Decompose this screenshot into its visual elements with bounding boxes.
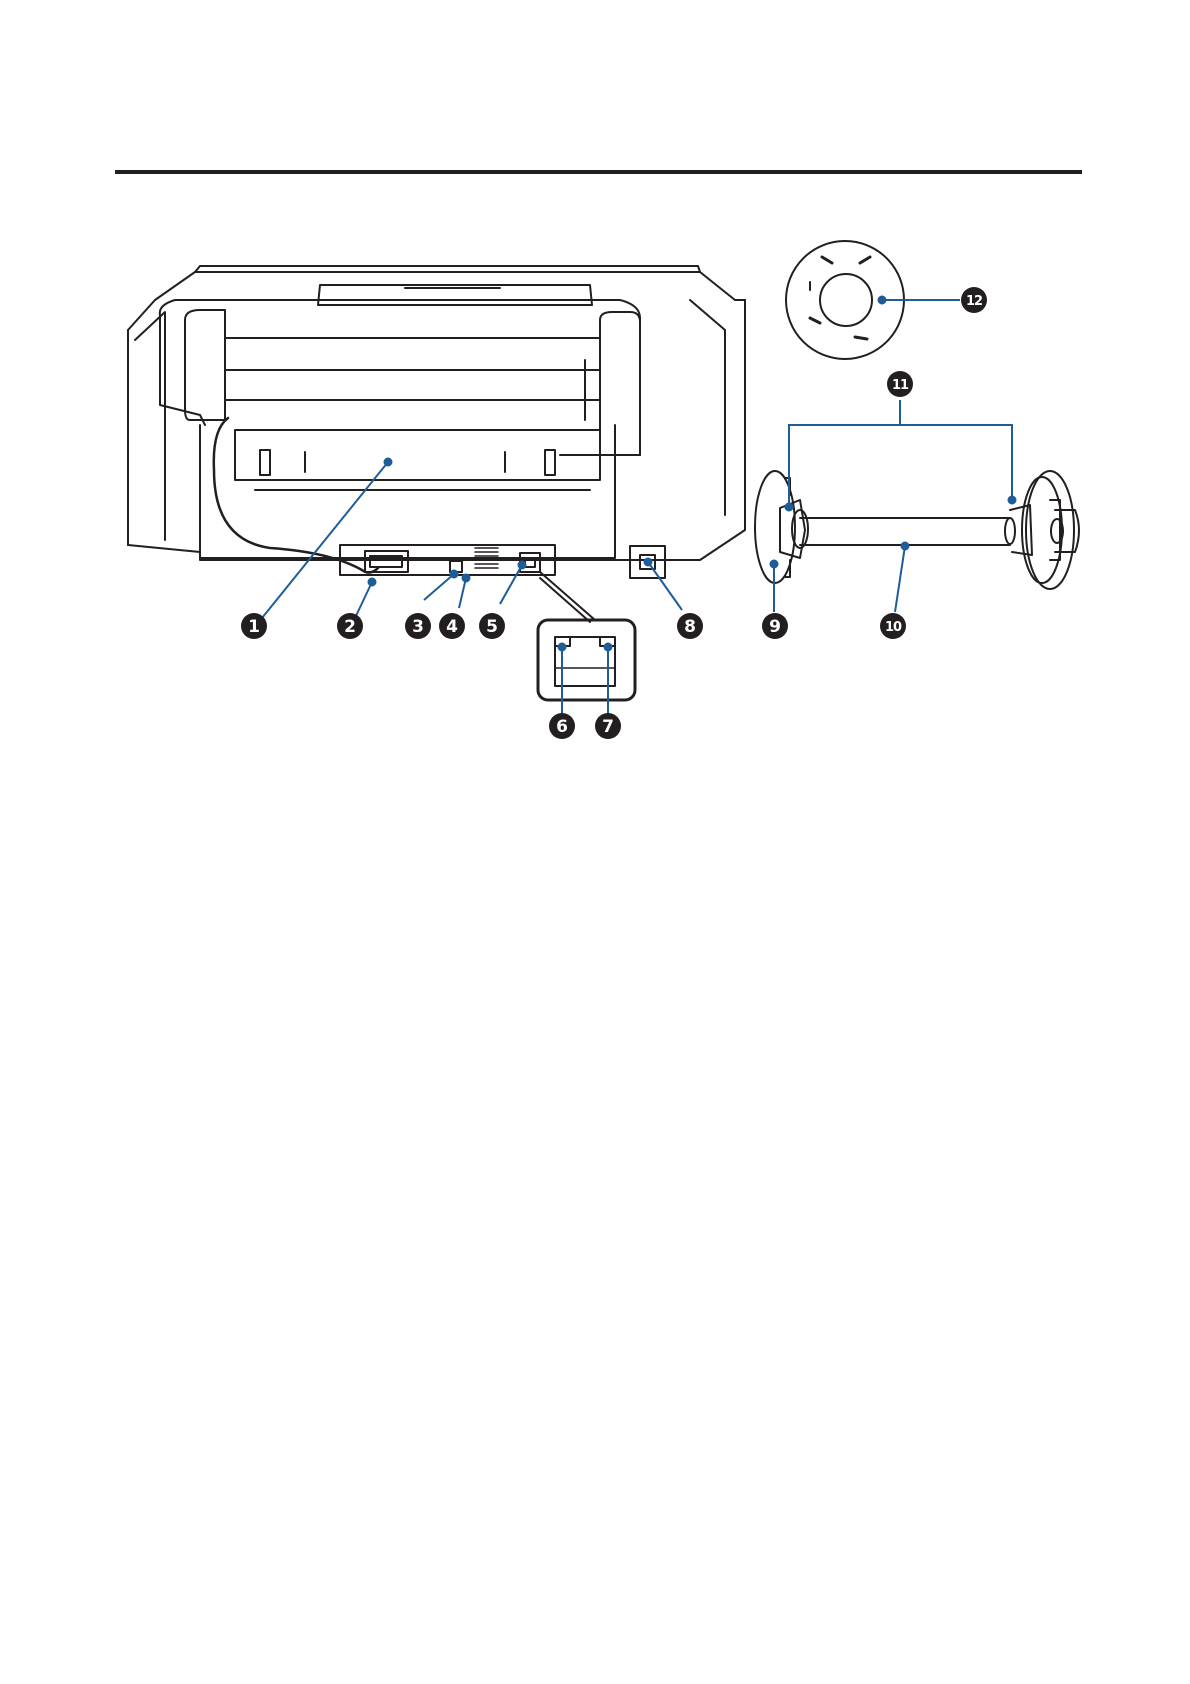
lan-port-detail [538, 620, 635, 700]
leader-lines [262, 297, 1016, 717]
callout-12: 12 [961, 287, 987, 313]
callout-10-label: 10 [885, 620, 902, 635]
callout-6-label: 6 [556, 717, 568, 737]
callout-10: 10 [880, 613, 906, 639]
callout-7: 7 [595, 713, 621, 739]
callout-1: 1 [241, 613, 267, 639]
callout-2-label: 2 [344, 617, 356, 637]
callout-12-label: 12 [966, 294, 982, 309]
callout-2: 2 [337, 613, 363, 639]
callout-4: 4 [439, 613, 465, 639]
callout-1-label: 1 [248, 617, 260, 637]
callout-8-label: 8 [684, 617, 696, 637]
spindle-assembly [755, 471, 1079, 589]
callout-5: 5 [479, 613, 505, 639]
callout-9-label: 9 [769, 617, 781, 637]
callout-3: 3 [405, 613, 431, 639]
callout-3-label: 3 [412, 617, 424, 637]
callout-7-label: 7 [602, 717, 614, 737]
callout-11: 11 [887, 371, 913, 397]
callout-5-label: 5 [486, 617, 498, 637]
callout-9: 9 [762, 613, 788, 639]
callout-8: 8 [677, 613, 703, 639]
callout-11-label: 11 [892, 378, 909, 393]
callout-4-label: 4 [446, 617, 458, 637]
callout-6: 6 [549, 713, 575, 739]
